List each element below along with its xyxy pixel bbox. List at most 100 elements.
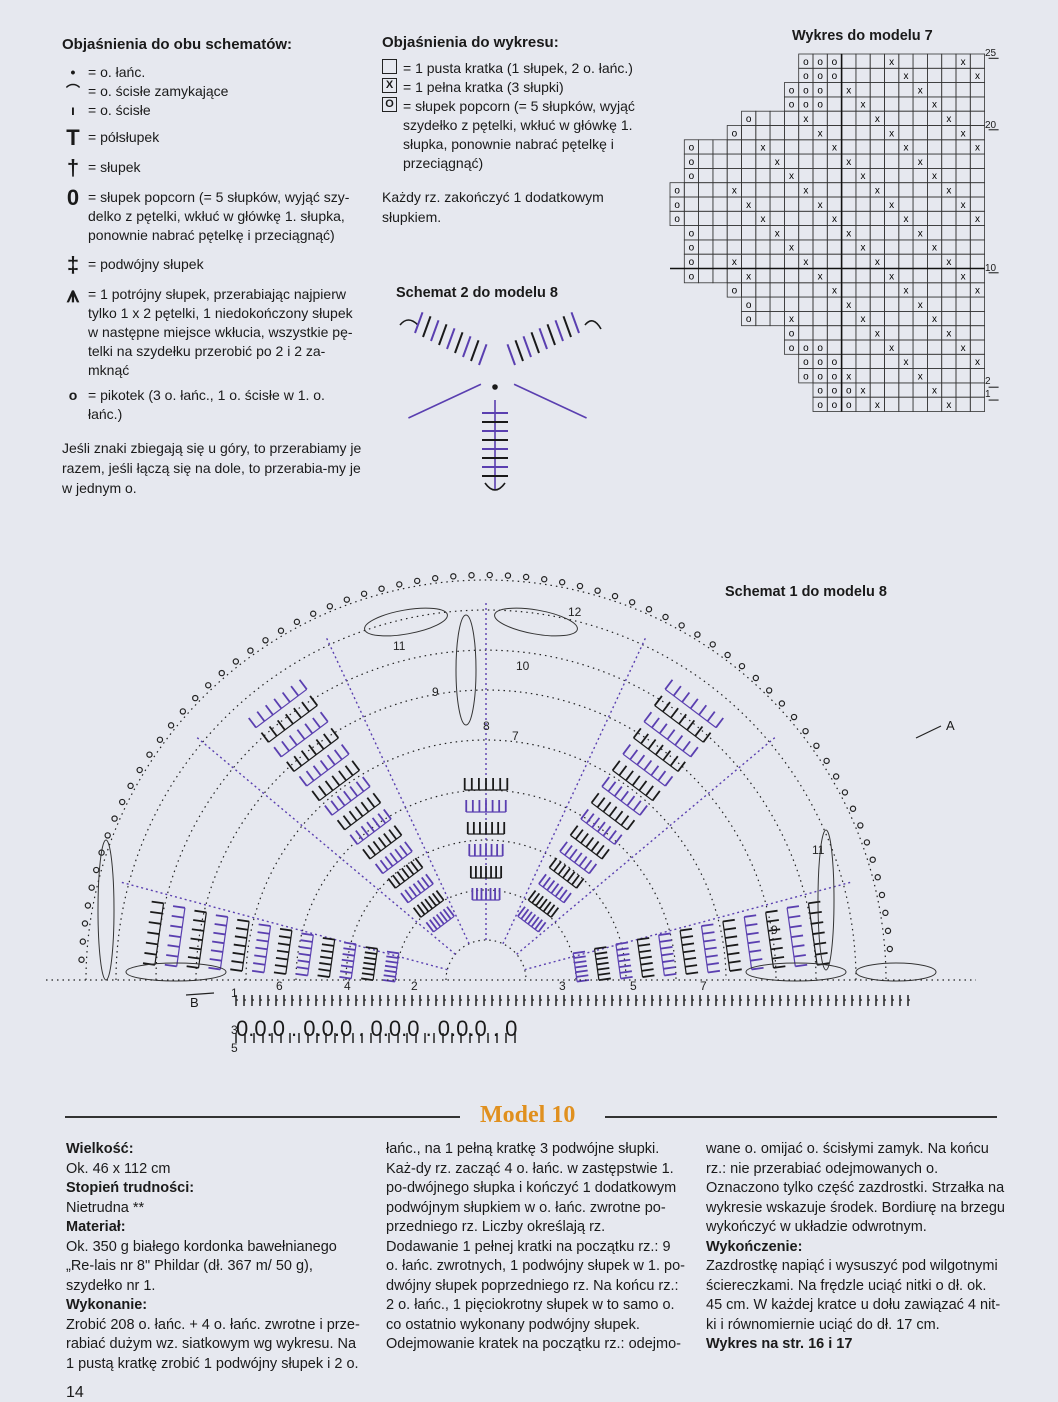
svg-text:x: x	[946, 400, 951, 411]
legend-left: Objaśnienia do obu schematów: •= o. łańc…	[62, 36, 362, 498]
svg-text:x: x	[889, 271, 894, 282]
row-number: 9	[432, 685, 439, 699]
svg-text:o: o	[689, 157, 695, 168]
svg-text:o: o	[674, 200, 680, 211]
svg-text:x: x	[803, 257, 808, 268]
svg-text:x: x	[961, 200, 966, 211]
svg-text:o: o	[832, 71, 838, 82]
section-heading: Wykres na str. 16 i 17	[706, 1336, 853, 1352]
svg-text:x: x	[789, 314, 794, 325]
legend-mid-item: = 1 pusta kratka (1 słupek, 2 o. łańc.)	[382, 59, 652, 78]
svg-text:x: x	[746, 200, 751, 211]
legend-left-item: • = o. łańc.	[62, 63, 362, 82]
svg-text:o: o	[817, 57, 823, 68]
svg-text:o: o	[817, 100, 823, 111]
svg-text:x: x	[875, 114, 880, 125]
section-heading: Wykonanie:	[66, 1297, 148, 1313]
model-title: Model 10	[480, 1102, 576, 1128]
title-wykres7: Wykres do modelu 7	[792, 28, 933, 44]
svg-text:x: x	[903, 357, 908, 368]
svg-text:x: x	[889, 57, 894, 68]
svg-text:o: o	[803, 357, 809, 368]
svg-text:o: o	[817, 386, 823, 397]
legend-text: = słupek popcorn (= 5 słupków, wyjąć szy…	[403, 98, 635, 171]
svg-text:x: x	[789, 243, 794, 254]
svg-text:o: o	[689, 271, 695, 282]
svg-text:o: o	[817, 400, 823, 411]
svg-text:x: x	[732, 257, 737, 268]
row-number: 11	[393, 639, 406, 653]
row-number: 5	[630, 979, 637, 993]
legend-left-note: Jeśli znaki zbiegają się u góry, to prze…	[62, 440, 362, 496]
popcorn-sequence: 0.0.0 . 0.0.0 . 0.0.0 . 0.0.0 . 0	[236, 1016, 518, 1041]
label-a: A	[946, 718, 955, 733]
svg-text:o: o	[832, 386, 838, 397]
svg-text:x: x	[861, 386, 866, 397]
svg-text:o: o	[803, 371, 809, 382]
row-number: 1	[231, 986, 238, 1000]
paragraph: łańc., na 1 pełną kratkę 3 podwójne słup…	[386, 1141, 677, 1235]
legend-symbol-icon: •	[70, 64, 76, 80]
svg-text:x: x	[803, 114, 808, 125]
grid-label-2: 2	[985, 376, 991, 387]
svg-text:o: o	[689, 243, 695, 254]
legend-left-item: T= półsłupek	[62, 125, 362, 150]
svg-text:x: x	[832, 286, 837, 297]
svg-text:x: x	[832, 214, 837, 225]
legend-text: = słupek	[88, 159, 141, 175]
rule-left	[65, 1116, 460, 1118]
label-b: B	[190, 995, 199, 1010]
svg-text:o: o	[803, 71, 809, 82]
svg-text:x: x	[903, 214, 908, 225]
legend-left-item: ı = o. ścisłe	[62, 101, 362, 120]
legend-symbol-icon: ı	[71, 102, 75, 118]
legend-text: = o. ścisłe	[88, 102, 151, 118]
svg-text:x: x	[875, 186, 880, 197]
legend-mid-note: Każdy rz. zakończyć 1 dodatkowym słupkie…	[382, 189, 604, 225]
svg-text:x: x	[875, 400, 880, 411]
svg-text:o: o	[817, 357, 823, 368]
svg-text:x: x	[846, 228, 851, 239]
grid-cell-icon: O	[382, 97, 397, 112]
svg-text:x: x	[918, 157, 923, 168]
svg-text:o: o	[789, 343, 795, 354]
svg-text:x: x	[875, 257, 880, 268]
grid-label-20: 20	[985, 120, 997, 131]
row-number: 2	[411, 979, 418, 993]
svg-text:x: x	[846, 85, 851, 96]
section-heading: Materiał:	[66, 1219, 126, 1235]
svg-text:o: o	[689, 143, 695, 154]
svg-text:o: o	[732, 128, 738, 139]
svg-text:x: x	[946, 186, 951, 197]
svg-text:x: x	[818, 200, 823, 211]
svg-text:o: o	[832, 400, 838, 411]
svg-text:o: o	[803, 85, 809, 96]
svg-text:x: x	[975, 143, 980, 154]
svg-text:x: x	[818, 128, 823, 139]
paragraph: Dodawanie 1 pełnej kratki na początku rz…	[386, 1238, 686, 1333]
legend-mid: Objaśnienia do wykresu: = 1 pusta kratka…	[382, 34, 652, 227]
svg-text:o: o	[803, 100, 809, 111]
section-heading: Wykończenie:	[706, 1238, 803, 1255]
row-number: 7	[512, 729, 519, 743]
svg-text:o: o	[674, 186, 680, 197]
legend-text: = o. łańc.	[88, 64, 146, 80]
svg-text:x: x	[903, 286, 908, 297]
svg-text:x: x	[861, 100, 866, 111]
svg-text:x: x	[889, 128, 894, 139]
legend-symbol-icon: T	[66, 125, 80, 150]
svg-text:x: x	[975, 286, 980, 297]
svg-text:x: x	[832, 143, 837, 154]
svg-text:x: x	[732, 186, 737, 197]
svg-text:x: x	[961, 343, 966, 354]
svg-text:o: o	[817, 71, 823, 82]
svg-text:x: x	[861, 314, 866, 325]
row-number: 3	[231, 1023, 238, 1037]
svg-text:x: x	[975, 357, 980, 368]
row-number: 6	[276, 979, 283, 993]
row-number: 11	[812, 843, 825, 857]
row-number: 12	[568, 605, 582, 619]
svg-text:x: x	[846, 371, 851, 382]
legend-text: = 1 pusta kratka (1 słupek, 2 o. łańc.)	[403, 60, 633, 76]
